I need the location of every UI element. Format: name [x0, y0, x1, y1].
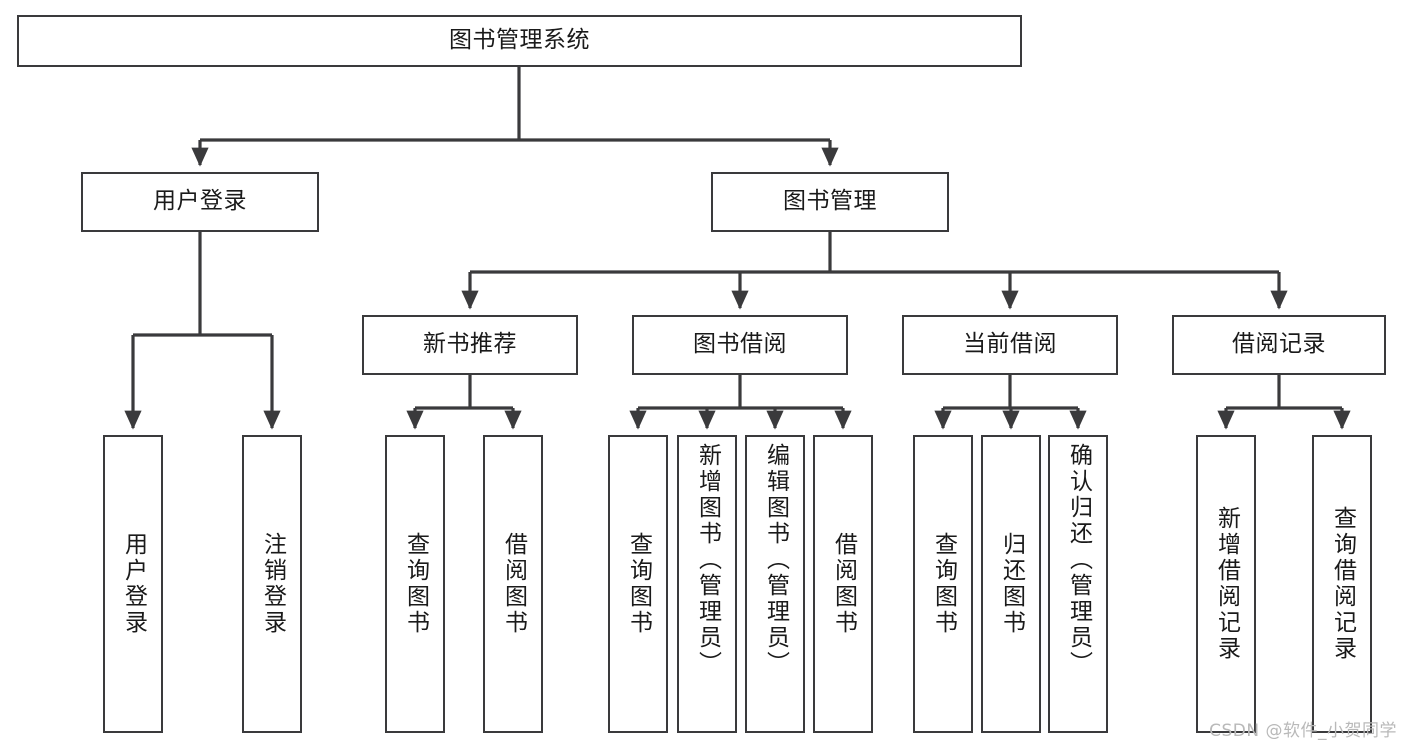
node-leaf-logout[interactable]: 注销登录 [242, 435, 302, 733]
node-leaf-query-record-label: 查询借阅记录 [1329, 506, 1356, 662]
node-leaf-return-book[interactable]: 归还图书 [981, 435, 1041, 733]
node-leaf-return-book-label: 归还图书 [998, 532, 1025, 636]
node-leaf-add-book-label: 新增图书（管理员） [694, 443, 721, 677]
node-leaf-add-book[interactable]: 新增图书（管理员） [677, 435, 737, 733]
node-user-login[interactable]: 用户登录 [81, 172, 319, 232]
node-leaf-query-book-current-label: 查询图书 [930, 532, 957, 636]
node-leaf-logout-label: 注销登录 [259, 532, 286, 636]
node-root[interactable]: 图书管理系统 [17, 15, 1022, 67]
node-leaf-user-login-label: 用户登录 [120, 532, 147, 636]
node-leaf-query-book-borrow-label: 查询图书 [625, 532, 652, 636]
node-borrow-record[interactable]: 借阅记录 [1172, 315, 1386, 375]
node-leaf-query-book-current[interactable]: 查询图书 [913, 435, 973, 733]
node-leaf-edit-book-label: 编辑图书（管理员） [762, 443, 789, 677]
node-book-borrow-label: 图书借阅 [693, 331, 787, 358]
node-user-login-label: 用户登录 [153, 188, 247, 215]
node-leaf-query-record[interactable]: 查询借阅记录 [1312, 435, 1372, 733]
node-current-borrow-label: 当前借阅 [963, 331, 1057, 358]
node-new-book-rec[interactable]: 新书推荐 [362, 315, 578, 375]
node-leaf-query-book-rec-label: 查询图书 [402, 532, 429, 636]
node-root-label: 图书管理系统 [449, 27, 590, 54]
node-leaf-query-book-rec[interactable]: 查询图书 [385, 435, 445, 733]
node-book-borrow[interactable]: 图书借阅 [632, 315, 848, 375]
node-leaf-confirm-return-label: 确认归还（管理员） [1065, 443, 1092, 677]
node-current-borrow[interactable]: 当前借阅 [902, 315, 1118, 375]
watermark-text: CSDN @软件_小贺同学 [1209, 721, 1397, 741]
node-leaf-borrow-book-rec-label: 借阅图书 [500, 532, 527, 636]
node-leaf-add-record[interactable]: 新增借阅记录 [1196, 435, 1256, 733]
node-leaf-borrow-book[interactable]: 借阅图书 [813, 435, 873, 733]
node-leaf-user-login[interactable]: 用户登录 [103, 435, 163, 733]
node-leaf-borrow-book-label: 借阅图书 [830, 532, 857, 636]
node-leaf-borrow-book-rec[interactable]: 借阅图书 [483, 435, 543, 733]
node-leaf-query-book-borrow[interactable]: 查询图书 [608, 435, 668, 733]
node-leaf-confirm-return[interactable]: 确认归还（管理员） [1048, 435, 1108, 733]
node-leaf-edit-book[interactable]: 编辑图书（管理员） [745, 435, 805, 733]
node-book-manage-label: 图书管理 [783, 188, 877, 215]
node-borrow-record-label: 借阅记录 [1232, 331, 1326, 358]
node-book-manage[interactable]: 图书管理 [711, 172, 949, 232]
node-new-book-rec-label: 新书推荐 [423, 331, 517, 358]
node-leaf-add-record-label: 新增借阅记录 [1213, 506, 1240, 662]
